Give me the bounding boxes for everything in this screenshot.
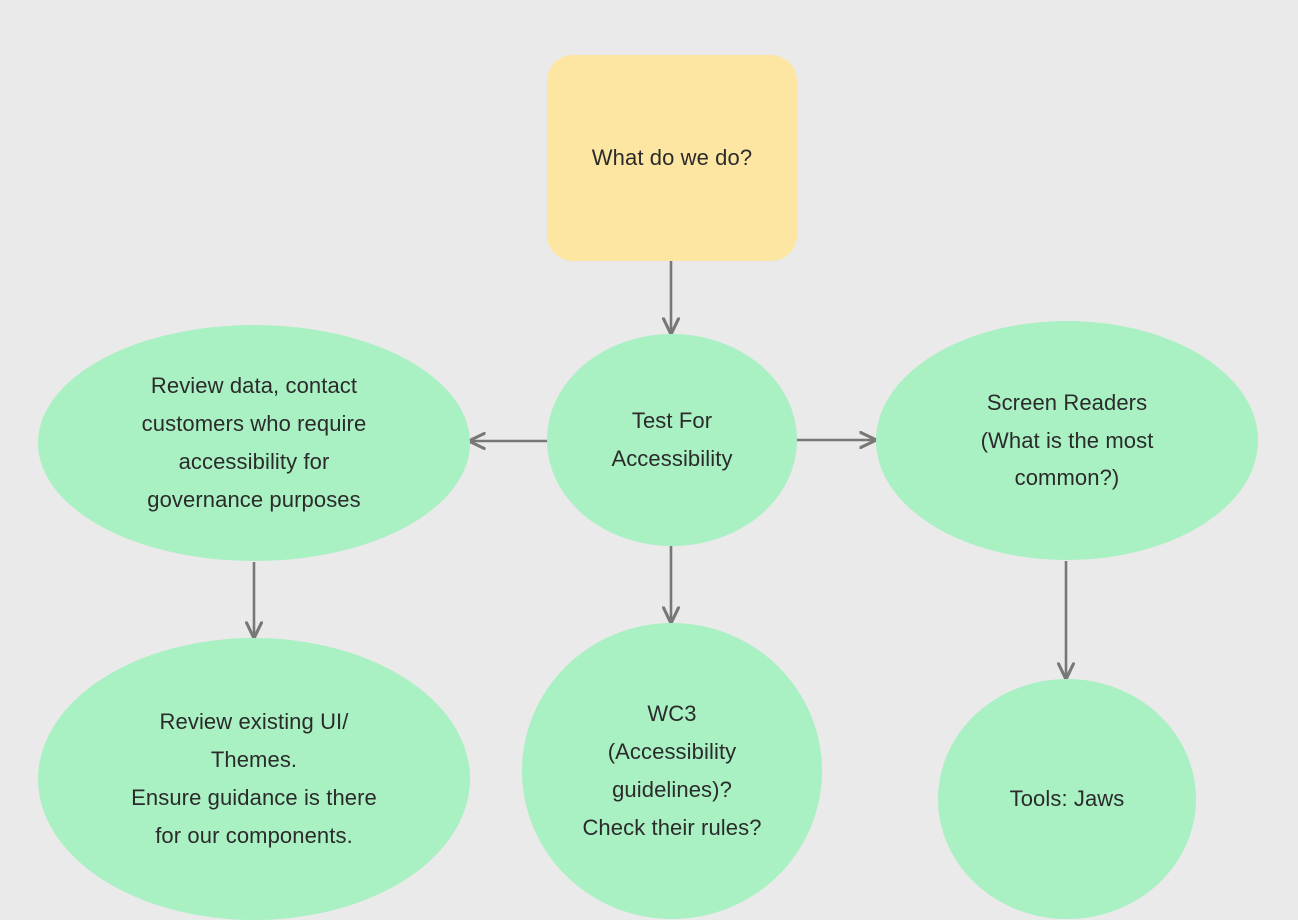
node-what-do-we-do[interactable]: What do we do? (547, 55, 797, 261)
node-label: What do we do? (591, 145, 753, 171)
node-label: Review existing UI/ Themes. Ensure guida… (131, 709, 377, 848)
node-label: Test For Accessibility (611, 408, 733, 471)
node-screen-readers[interactable]: Screen Readers (What is the most common?… (876, 321, 1258, 560)
node-tools-jaws[interactable]: Tools: Jaws (938, 679, 1196, 919)
node-label: Tools: Jaws (1009, 786, 1125, 812)
node-label: Review data, contact customers who requi… (141, 373, 367, 512)
node-review-existing-ui-themes[interactable]: Review existing UI/ Themes. Ensure guida… (38, 638, 470, 920)
node-test-for-accessibility[interactable]: Test For Accessibility (547, 334, 797, 546)
node-review-data-contact-customers[interactable]: Review data, contact customers who requi… (38, 325, 470, 561)
node-label: WC3 (Accessibility guidelines)? Check th… (582, 701, 762, 840)
node-wc3-guidelines[interactable]: WC3 (Accessibility guidelines)? Check th… (522, 623, 822, 919)
node-label: Screen Readers (What is the most common?… (980, 389, 1154, 491)
